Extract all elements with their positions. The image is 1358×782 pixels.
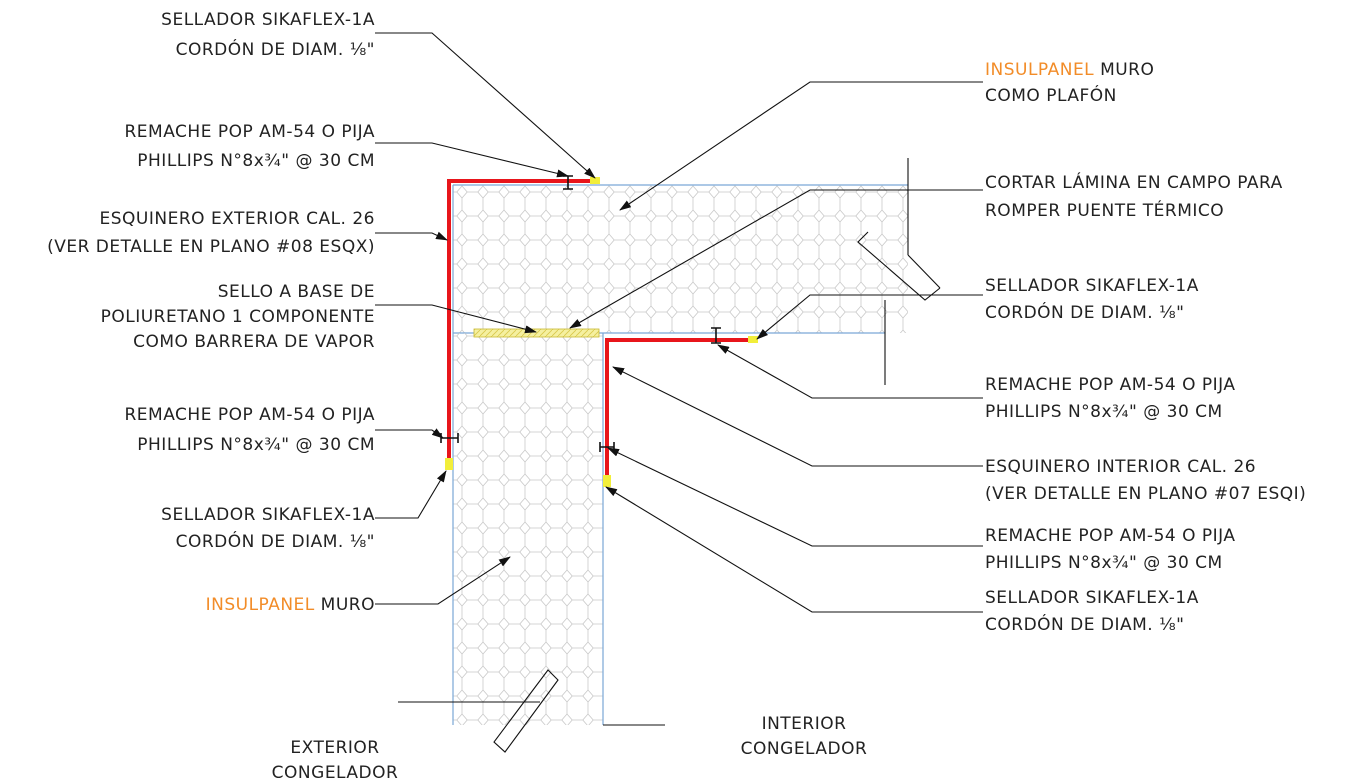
exterior-corner-flashing [447,179,598,465]
label-exterior-room: EXTERIOR CONGELADOR [272,738,399,782]
leader-lines [375,32,983,613]
ceiling-break-line [857,158,941,385]
svg-text:REMACHE POP AM-54 O PIJA: REMACHE POP AM-54 O PIJA [125,405,376,425]
label-right-sealant-1: SELLADOR SIKAFLEX-1A CORDÓN DE DIAM. ⅛" [985,276,1199,323]
svg-text:CONGELADOR: CONGELADOR [272,763,399,782]
svg-text:(VER DETALLE EN PLANO #07 ESQI: (VER DETALLE EN PLANO #07 ESQI) [985,484,1306,504]
label-top-sealant: SELLADOR SIKAFLEX-1A CORDÓN DE DIAM. ⅛" [161,10,375,60]
label-interior-corner: ESQUINERO INTERIOR CAL. 26 (VER DETALLE … [985,457,1306,504]
svg-text:COMO BARRERA DE VAPOR: COMO BARRERA DE VAPOR [133,332,375,352]
label-right-rivet-2: REMACHE POP AM-54 O PIJA PHILLIPS N°8x¾"… [985,526,1236,573]
svg-text:ESQUINERO INTERIOR CAL. 26: ESQUINERO INTERIOR CAL. 26 [985,457,1256,477]
label-left-rivet: REMACHE POP AM-54 O PIJA PHILLIPS N°8x¾"… [125,405,376,455]
svg-text:CORDÓN DE DIAM. ⅛": CORDÓN DE DIAM. ⅛" [176,530,375,552]
label-interior-room: INTERIOR CONGELADOR [741,714,868,759]
svg-text:COMO PLAFÓN: COMO PLAFÓN [985,84,1117,106]
svg-text:CORDÓN DE DIAM. ⅛": CORDÓN DE DIAM. ⅛" [176,38,375,60]
svg-text:CORTAR LÁMINA EN CAMPO PARA: CORTAR LÁMINA EN CAMPO PARA [985,171,1283,193]
svg-text:INTERIOR: INTERIOR [762,714,847,734]
svg-text:CORDÓN DE DIAM. ⅛": CORDÓN DE DIAM. ⅛" [985,301,1184,323]
svg-text:EXTERIOR: EXTERIOR [290,738,379,758]
svg-text:SELLO A BASE DE: SELLO A BASE DE [218,282,375,302]
svg-text:POLIURETANO 1 COMPONENTE: POLIURETANO 1 COMPONENTE [101,307,375,327]
svg-text:PHILLIPS N°8x¾" @ 30 CM: PHILLIPS N°8x¾" @ 30 CM [137,435,375,455]
wall-panel [452,185,604,725]
ceiling-panel [453,184,908,334]
svg-text:ROMPER PUENTE TÉRMICO: ROMPER PUENTE TÉRMICO [985,199,1224,221]
label-right-rivet-1: REMACHE POP AM-54 O PIJA PHILLIPS N°8x¾"… [985,375,1236,422]
label-top-rivet: REMACHE POP AM-54 O PIJA PHILLIPS N°8x¾"… [125,122,376,171]
svg-text:PHILLIPS N°8x¾" @ 30 CM: PHILLIPS N°8x¾" @ 30 CM [985,402,1223,422]
svg-text:INSULPANEL MURO: INSULPANEL MURO [985,60,1154,80]
svg-text:PHILLIPS N°8x¾" @ 30 CM: PHILLIPS N°8x¾" @ 30 CM [985,553,1223,573]
label-exterior-corner: ESQUINERO EXTERIOR CAL. 26 (VER DETALLE … [47,209,375,257]
svg-text:(VER DETALLE EN PLANO #08 ESQX: (VER DETALLE EN PLANO #08 ESQX) [47,237,375,257]
svg-text:PHILLIPS N°8x¾" @ 30 CM: PHILLIPS N°8x¾" @ 30 CM [137,151,375,171]
svg-text:SELLADOR SIKAFLEX-1A: SELLADOR SIKAFLEX-1A [985,588,1199,608]
svg-text:REMACHE POP AM-54 O PIJA: REMACHE POP AM-54 O PIJA [985,526,1236,546]
svg-text:CORDÓN DE DIAM. ⅛": CORDÓN DE DIAM. ⅛" [985,613,1184,635]
label-vapor-seal: SELLO A BASE DE POLIURETANO 1 COMPONENTE… [101,282,375,352]
label-ceiling-panel: INSULPANEL MURO COMO PLAFÓN [985,60,1154,106]
svg-text:SELLADOR SIKAFLEX-1A: SELLADOR SIKAFLEX-1A [985,276,1199,296]
svg-text:CONGELADOR: CONGELADOR [741,739,868,759]
label-wall-panel: INSULPANEL MURO [206,595,375,615]
svg-text:SELLADOR SIKAFLEX-1A: SELLADOR SIKAFLEX-1A [161,505,375,525]
svg-text:SELLADOR SIKAFLEX-1A: SELLADOR SIKAFLEX-1A [161,10,375,30]
wall-break-line [398,669,665,753]
sealant-beads [445,177,758,487]
label-left-sealant: SELLADOR SIKAFLEX-1A CORDÓN DE DIAM. ⅛" [161,505,375,552]
vapor-barrier-seal [473,328,600,338]
svg-text:REMACHE POP AM-54 O PIJA: REMACHE POP AM-54 O PIJA [125,122,376,142]
label-right-sealant-2: SELLADOR SIKAFLEX-1A CORDÓN DE DIAM. ⅛" [985,588,1199,635]
svg-text:REMACHE POP AM-54 O PIJA: REMACHE POP AM-54 O PIJA [985,375,1236,395]
label-cut-sheet: CORTAR LÁMINA EN CAMPO PARA ROMPER PUENT… [985,171,1283,221]
svg-text:ESQUINERO EXTERIOR CAL. 26: ESQUINERO EXTERIOR CAL. 26 [100,209,375,229]
interior-corner-flashing [605,338,755,480]
